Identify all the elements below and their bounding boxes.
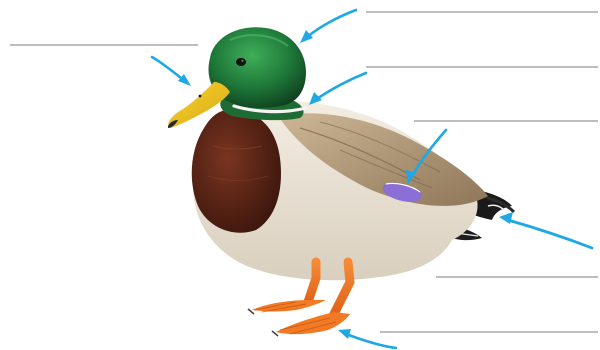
arrow-to-tail — [499, 212, 592, 248]
mallard-duck — [168, 27, 514, 336]
duck-eye — [236, 58, 246, 66]
duck-breast — [192, 110, 281, 233]
arrow-to-head — [300, 10, 356, 43]
arrow-to-bill — [152, 57, 191, 86]
arrow-to-neck-ring — [309, 73, 366, 105]
